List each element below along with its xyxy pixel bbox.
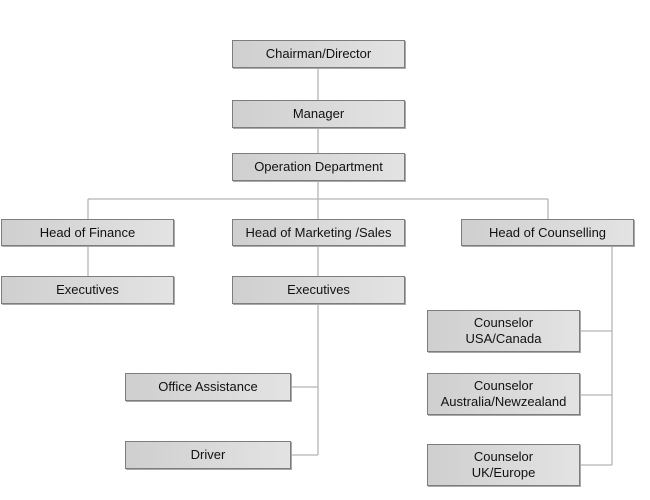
node-manager-label: Manager — [292, 106, 345, 121]
node-driver-label: Driver — [190, 447, 226, 462]
node-head-of-marketing-sales-label: Head of Marketing /Sales — [245, 224, 392, 240]
node-counselor-uk-europe-label: Counselor UK/Europe — [471, 449, 536, 480]
node-head-of-marketing-sales: Head of Marketing /Sales — [232, 219, 405, 246]
node-head-of-finance: Head of Finance — [1, 219, 174, 246]
node-head-of-finance-label: Head of Finance — [39, 224, 136, 240]
node-counselor-australia-newzealand-label: Counselor Australia/Newzealand — [440, 378, 567, 409]
node-driver: Driver — [125, 441, 291, 469]
node-head-of-counselling-label: Head of Counselling — [488, 224, 607, 240]
node-finance-executives-label: Executives — [56, 282, 119, 297]
node-counselor-australia-newzealand: Counselor Australia/Newzealand — [427, 373, 580, 415]
node-office-assistance-label: Office Assistance — [158, 379, 258, 394]
node-manager: Manager — [232, 100, 405, 128]
node-marketing-executives-label: Executives — [287, 282, 350, 297]
node-head-of-counselling: Head of Counselling — [461, 219, 634, 246]
node-chairman-director: Chairman/Director — [232, 40, 405, 68]
node-counselor-usa-canada: Counselor USA/Canada — [427, 310, 580, 352]
node-counselor-uk-europe: Counselor UK/Europe — [427, 444, 580, 486]
node-finance-executives: Executives — [1, 276, 174, 304]
node-operation-department-label: Operation Department — [254, 159, 383, 174]
node-chairman-director-label: Chairman/Director — [265, 46, 372, 61]
node-office-assistance: Office Assistance — [125, 373, 291, 401]
node-operation-department: Operation Department — [232, 153, 405, 181]
node-marketing-executives: Executives — [232, 276, 405, 304]
node-counselor-usa-canada-label: Counselor USA/Canada — [465, 315, 542, 346]
